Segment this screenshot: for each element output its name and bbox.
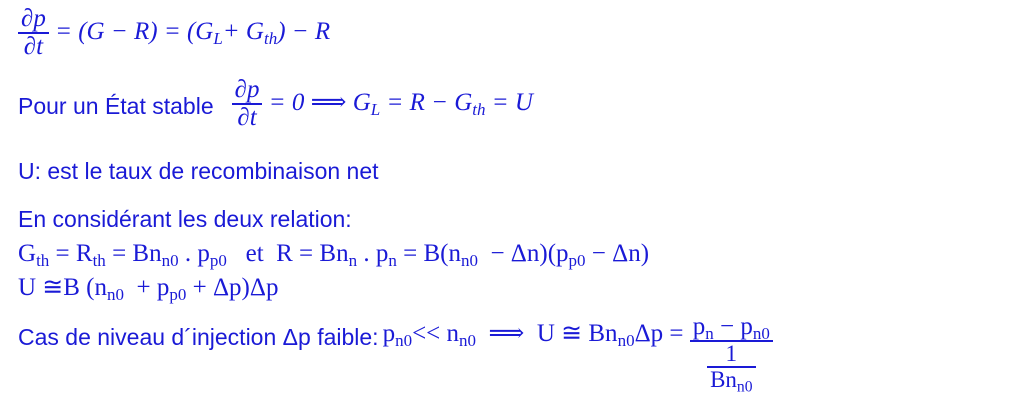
math-text: . p (357, 240, 389, 267)
dp-dt-fraction: ∂p∂t (231, 76, 263, 132)
relations-line-1: Gth = Rth = Bnn0 . pp0 et R = Bnn . pn =… (18, 240, 650, 271)
rhs-text: ) − R (277, 17, 331, 45)
rhs-text: = (G − R) = (G (55, 17, 214, 45)
lifetime-fraction: pn − pn0 1 Bnn0 (689, 313, 773, 396)
math-text: − Δn)(p (477, 240, 569, 267)
math-text: + Δp)Δp (186, 274, 279, 301)
subscript: n0 (752, 324, 770, 344)
subscript: n (348, 251, 358, 271)
continuity-equation: ∂p∂t = (G − R) = (GL+ Gth) − R (18, 5, 331, 61)
steady-state-line: Pour un État stable ∂p∂t = 0 ⟹ GL = R − … (18, 76, 533, 132)
subscript: p0 (568, 251, 586, 271)
math-text: ⟹ U ≅ Bn (476, 320, 618, 347)
math-text: p (382, 320, 396, 347)
rhs-text: = U (491, 88, 533, 116)
subscript: n (388, 251, 397, 271)
fraction-denominator: ∂t (23, 33, 44, 61)
u-definition: U: est le taux de recombinaison net (18, 158, 379, 184)
rhs-text: + G (222, 17, 264, 45)
relations-intro: En considérant les deux relation: (18, 206, 352, 232)
dp-dt-fraction: ∂p∂t (18, 5, 49, 61)
math-text: Δp = (634, 320, 684, 347)
rhs-text: = R − G (386, 88, 473, 116)
subscript: th (472, 100, 486, 120)
math-text: Bn (710, 367, 737, 393)
low-injection-line: Cas de niveau d´injection Δp faible: pn0… (18, 313, 773, 395)
math-text: = B(n (396, 240, 461, 267)
fraction-numerator: ∂p (18, 5, 49, 35)
fraction-denominator: 1 Bnn0 (690, 342, 773, 396)
math-text: U ≅B (n (18, 274, 108, 301)
math-text: − Δn) (585, 240, 650, 267)
subscript: n0 (617, 331, 635, 351)
subscript: th (36, 251, 50, 271)
subscript: n0 (107, 285, 125, 305)
subscript: n (705, 324, 714, 344)
subscript: L (213, 29, 223, 49)
fraction-denominator: Bnn0 (707, 367, 755, 396)
subscript: p0 (169, 285, 187, 305)
relations-line-2: U ≅B (nn0 + pp0 + Δp)Δp (18, 272, 279, 305)
subscript: n0 (736, 379, 753, 397)
subscript: n0 (460, 251, 478, 271)
fraction-numerator: ∂p (231, 76, 263, 106)
math-text: − p (713, 313, 753, 340)
math-text: et R = Bn (226, 240, 349, 267)
math-text: + p (124, 274, 170, 301)
fraction-numerator: pn − pn0 (689, 313, 773, 344)
subscript: th (92, 251, 106, 271)
subscript: th (263, 29, 278, 49)
subscript: n0 (459, 331, 477, 351)
math-text: = R (49, 240, 93, 267)
rhs-text: = 0 ⟹ G (268, 88, 371, 116)
equation-rhs: = (G − R) = (GL+ Gth) − R (55, 17, 331, 49)
math-text: . p (178, 240, 210, 267)
fraction-numerator: 1 (707, 342, 756, 369)
inner-fraction: 1 Bnn0 (707, 342, 756, 396)
subscript: p0 (209, 251, 227, 271)
steady-state-label: Pour un État stable (18, 92, 214, 119)
fraction-denominator: ∂t (237, 104, 257, 132)
math-text: = Bn (105, 240, 162, 267)
math-text: p (692, 313, 706, 340)
subscript: n0 (395, 331, 413, 351)
math-text: << n (412, 320, 460, 347)
low-injection-label: Cas de niveau d´injection Δp faible: (18, 323, 379, 350)
subscript: n0 (161, 251, 179, 271)
subscript: L (370, 100, 381, 120)
math-text: G (18, 240, 37, 267)
